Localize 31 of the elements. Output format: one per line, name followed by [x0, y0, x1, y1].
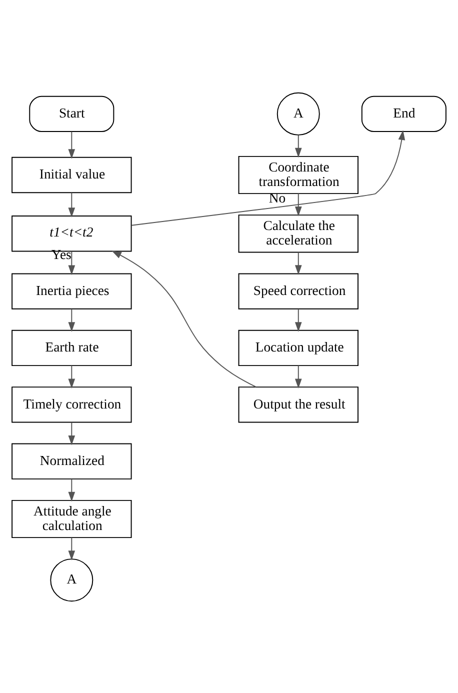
arrow	[68, 536, 76, 560]
arrow	[68, 364, 76, 388]
node-circle: A	[276, 92, 320, 135]
arrow	[112, 250, 256, 387]
node-box: Normalized	[12, 442, 132, 479]
arrow	[294, 134, 302, 158]
arrow	[68, 250, 76, 275]
arrow	[294, 364, 302, 388]
node-box: End	[361, 95, 446, 132]
node-box: t1<t<t2	[12, 215, 132, 252]
node-box: Calculate the acceleration	[238, 214, 358, 252]
arrow	[68, 192, 76, 217]
node-box: Start	[29, 95, 114, 132]
arrow	[68, 308, 76, 332]
node-box: Initial value	[12, 156, 132, 193]
node-box: Output the result	[238, 386, 358, 422]
node-box: Earth rate	[12, 329, 132, 366]
node-box: Speed correction	[238, 272, 358, 309]
arrow	[68, 421, 76, 445]
arrow	[68, 130, 76, 158]
arrow	[68, 478, 76, 502]
node-box: Coordinate transformation	[238, 155, 358, 194]
arrow	[294, 192, 302, 216]
arrow	[294, 308, 302, 332]
node-circle: A	[50, 558, 94, 602]
node-box: Location update	[238, 329, 358, 366]
node-box: Attitude angle calculation	[12, 499, 132, 538]
node-box: Timely correction	[12, 386, 132, 422]
arrow	[131, 130, 406, 226]
arrow	[294, 251, 302, 274]
node-box: Inertia pieces	[12, 272, 132, 309]
